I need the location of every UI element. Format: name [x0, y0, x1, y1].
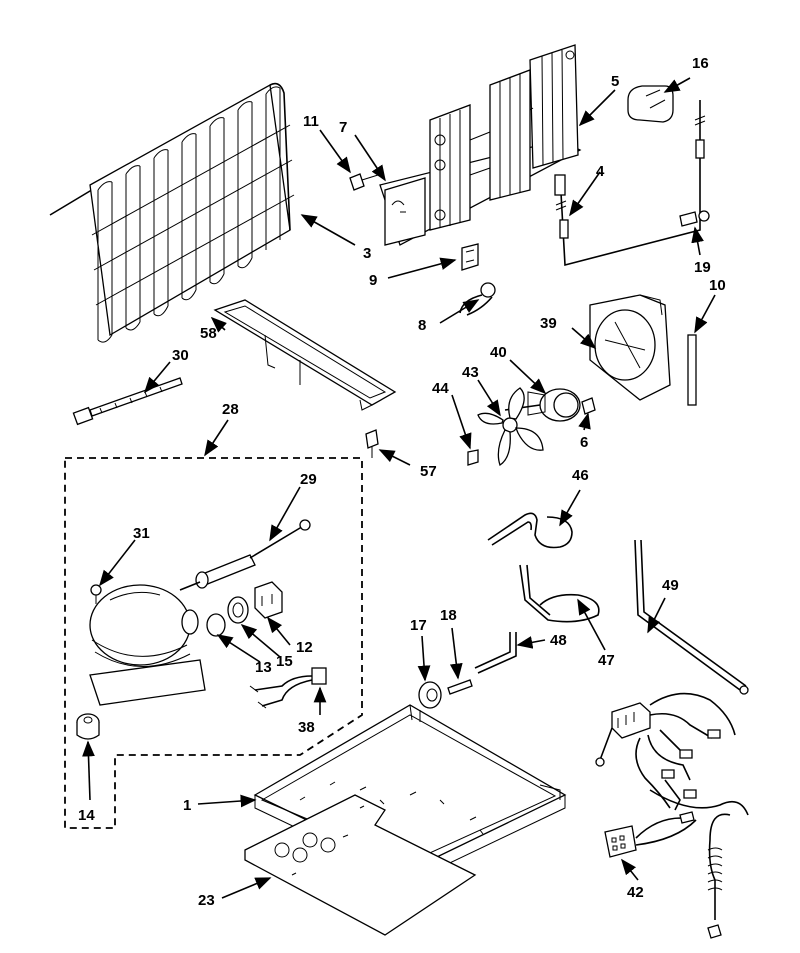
label-38: 38 [298, 719, 315, 736]
relay-cover [227, 596, 249, 624]
label-28: 28 [222, 401, 239, 418]
drain-trough [213, 299, 397, 411]
clip-part [461, 243, 479, 271]
compressor-kit-outline [64, 457, 363, 829]
wiring-harness [595, 692, 749, 939]
label-42: 42 [627, 884, 644, 901]
label-12: 12 [296, 639, 313, 656]
label-58: 58 [200, 325, 217, 342]
gasket-strip [687, 334, 697, 406]
label-31: 31 [133, 525, 150, 542]
filter-drier [179, 519, 311, 591]
label-18: 18 [440, 607, 457, 624]
label-39: 39 [540, 315, 557, 332]
label-30: 30 [172, 347, 189, 364]
label-43: 43 [462, 364, 479, 381]
fan-shroud [589, 294, 671, 401]
label-3: 3 [363, 245, 371, 262]
label-13: 13 [255, 659, 272, 676]
screw-57 [365, 429, 379, 458]
label-10: 10 [709, 277, 726, 294]
tube-46 [487, 512, 573, 549]
leader-lines [82, 77, 716, 899]
label-4: 4 [596, 163, 605, 180]
overload-protector [206, 613, 226, 637]
label-40: 40 [490, 344, 507, 361]
label-15: 15 [276, 653, 293, 670]
label-23: 23 [198, 892, 215, 909]
thermostat-wire [554, 100, 706, 267]
label-17: 17 [410, 617, 427, 634]
compressor [89, 584, 206, 706]
fan-blade [477, 387, 544, 467]
label-47: 47 [598, 652, 615, 669]
relay [254, 581, 283, 619]
cap-part [627, 85, 674, 123]
harness-plug [459, 282, 496, 316]
label-5: 5 [611, 73, 619, 90]
tube-47 [519, 564, 600, 623]
label-14: 14 [78, 807, 95, 824]
label-29: 29 [300, 471, 317, 488]
cable-tie [72, 377, 183, 426]
label-11: 11 [303, 113, 319, 130]
clip-small [679, 210, 710, 227]
power-cord-38 [249, 667, 327, 709]
label-7: 7 [339, 119, 347, 136]
label-9: 9 [369, 272, 377, 289]
label-49: 49 [662, 577, 679, 594]
tube-48 [474, 632, 517, 674]
label-6: 6 [580, 434, 588, 451]
tube-49 [634, 539, 749, 695]
label-57: 57 [420, 463, 437, 480]
label-19: 19 [694, 259, 711, 276]
grommet-31 [90, 584, 102, 604]
roller-17 [418, 681, 442, 709]
retainer [467, 449, 479, 466]
label-48: 48 [550, 632, 567, 649]
grommet-14 [76, 713, 100, 740]
insulation-sheet [244, 794, 477, 936]
fan-motor [504, 388, 581, 422]
label-46: 46 [572, 467, 589, 484]
screw-18 [447, 679, 473, 695]
label-44: 44 [432, 380, 449, 397]
evaporator-coil [49, 82, 295, 343]
defrost-heater [379, 44, 582, 246]
screw-6 [581, 397, 596, 415]
screw-part [349, 173, 379, 191]
label-16: 16 [692, 55, 709, 72]
part-labels: 3 11 7 9 5 16 4 19 10 8 39 40 43 44 6 58… [78, 55, 726, 909]
label-1: 1 [183, 797, 191, 814]
label-8: 8 [418, 317, 426, 334]
